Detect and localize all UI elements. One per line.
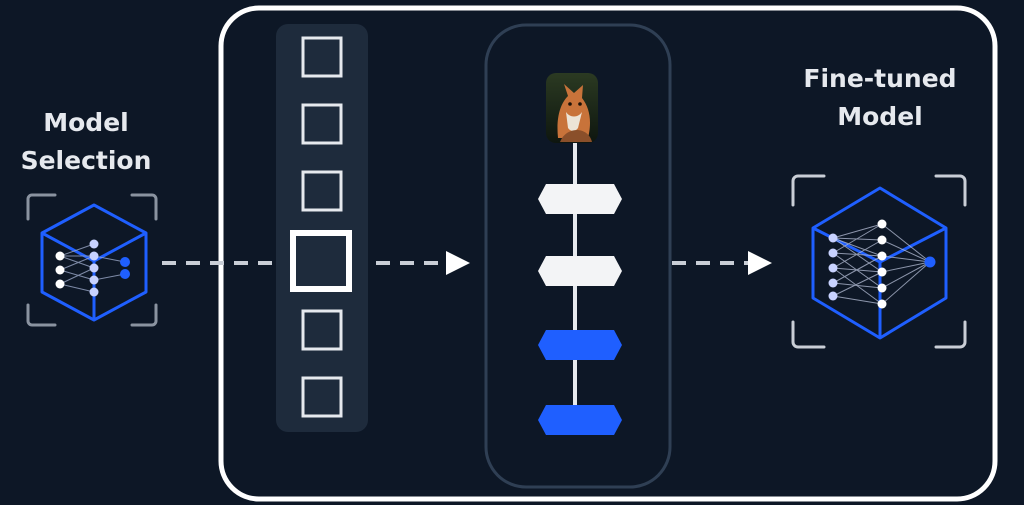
frozen-layer-1: [538, 184, 622, 214]
pipeline-frame: [218, 5, 998, 502]
neural-network-cube-icon: [40, 203, 148, 322]
slot-item: [301, 376, 343, 418]
fine-tuned-model-label: Fine-tuned Model: [790, 60, 970, 136]
slot-item: [301, 103, 343, 145]
model-selection-label-line-2: Selection: [20, 146, 152, 175]
layer-stack: [538, 184, 622, 435]
model-selection-label: Model Selection: [0, 104, 172, 180]
frozen-layer-2: [538, 256, 622, 286]
model-selection-bracket: [26, 193, 158, 327]
model-selection-label-line-1: Model: [43, 108, 129, 137]
fine-tuned-model-bracket: [791, 174, 967, 349]
slot-item: [301, 309, 343, 351]
trainable-layer-1: [538, 330, 622, 360]
arrowhead-middle: [446, 251, 470, 275]
slot-panel: [276, 24, 368, 432]
trainable-layer-2: [538, 405, 622, 435]
slot-item: [301, 36, 343, 78]
slot-list: [290, 36, 352, 418]
fox-image-icon: [546, 73, 598, 143]
slot-item-selected: [290, 230, 352, 292]
layer-stack-panel: [484, 23, 672, 489]
arrowhead-right: [748, 251, 772, 275]
fine-tuned-neural-network-cube-icon: [811, 186, 948, 340]
fine-tuned-model-label-line-2: Model: [837, 102, 923, 131]
fine-tuned-model-label-line-1: Fine-tuned: [803, 64, 957, 93]
slot-item: [301, 170, 343, 212]
